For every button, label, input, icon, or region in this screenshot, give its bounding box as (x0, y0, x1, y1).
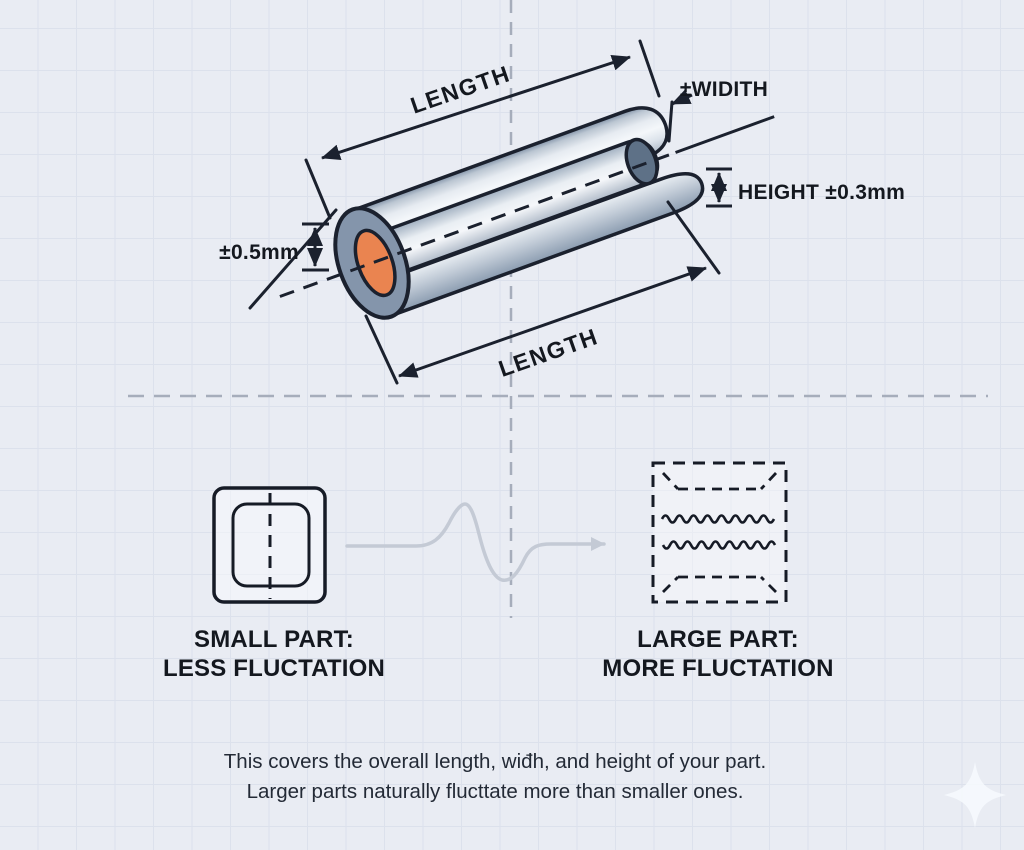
large-part-squiggle-1 (660, 514, 776, 524)
wave-arrow-icon (345, 502, 606, 582)
sparkle-icon (944, 762, 1006, 828)
witness-top-left (304, 158, 332, 220)
height-dimension: HEIGHT ±0.3mm (706, 167, 905, 208)
length-bottom-dim-line (398, 266, 707, 378)
length-top-dim-line (321, 55, 631, 160)
small-part-title: SMALL PART: (194, 626, 354, 653)
width-tick-line (667, 100, 674, 143)
large-part-squiggle-2 (661, 540, 777, 550)
small-part-subtitle: LESS FLUCTATION (162, 654, 386, 682)
large-part-title: LARGE PART: (637, 626, 799, 653)
length-top-label: LENGTH (407, 60, 513, 118)
witness-top-right (638, 39, 661, 98)
witness-left-diagonal (248, 208, 338, 310)
small-part-label: SMALL PART: LESS FLUCTATION (134, 626, 414, 684)
small-part-icon (212, 486, 327, 604)
height-tolerance-label: HEIGHT ±0.3mm (738, 181, 905, 204)
axis-extension-line (675, 115, 775, 154)
width-tolerance-label: ±WIDITH (680, 78, 768, 101)
width-tolerance-callout: ±WIDITH (671, 78, 768, 106)
large-part-label: LARGE PART: MORE FLUCTATION (578, 626, 858, 684)
diameter-dimension: ±0.5mm (219, 222, 329, 272)
large-part-subtitle: MORE FLUCTATION (602, 654, 834, 682)
rod-end-face (624, 137, 659, 186)
large-part-dashed-box (651, 461, 788, 604)
axis-centerline-dashed (279, 153, 670, 298)
witness-bottom-right (666, 200, 721, 275)
diameter-tolerance-label: ±0.5mm (219, 241, 299, 264)
width-leader-line (671, 89, 693, 106)
caption-text: This covers the overall length, wiđh, an… (95, 747, 895, 806)
large-part-top-lid (661, 472, 778, 491)
large-part-bottom-lid (662, 575, 777, 593)
witness-bottom-left (364, 314, 399, 385)
caption-line-2: Larger parts naturally flucttate more th… (246, 779, 744, 803)
witness-lines (248, 39, 721, 385)
caption-line-1: This covers the overall length, wiđh, an… (223, 750, 767, 773)
large-part-icon (651, 461, 788, 604)
